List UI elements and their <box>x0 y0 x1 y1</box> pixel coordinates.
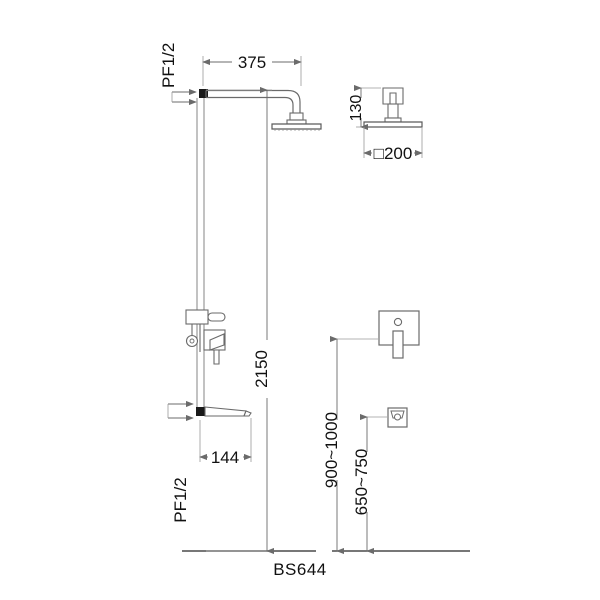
top-thread-callout: PF1/2 <box>159 43 197 106</box>
dimension-overall-height: 2150 <box>206 86 275 555</box>
shower-head-detail <box>363 87 423 128</box>
riser-pipe <box>196 98 205 411</box>
thread-label-top: PF1/2 <box>159 43 178 88</box>
bottom-wall-inlet <box>196 407 205 416</box>
dimension-outlet-height: 650~750 <box>352 413 387 555</box>
dimension-mixer-height: 900~1000 <box>322 335 378 555</box>
wall-plate-valve <box>378 310 420 359</box>
top-wall-inlet <box>199 89 208 98</box>
model-number-label: BS644 <box>273 560 327 579</box>
dimension-label-130: 130 <box>348 95 365 122</box>
dimension-arm-length: 375 <box>202 53 302 86</box>
dimension-spout-projection: 144 <box>199 418 252 467</box>
dimension-label-2150: 2150 <box>252 350 271 388</box>
thread-label-bottom: PF1/2 <box>171 477 190 522</box>
shower-arm <box>205 89 301 113</box>
dimension-label-200: □200 <box>374 144 413 163</box>
dimension-label-375: 375 <box>238 53 266 72</box>
dimension-label-900-1000: 900~1000 <box>322 412 341 488</box>
mixer-valve <box>185 309 226 365</box>
bath-spout <box>204 406 252 417</box>
dimension-head-width: □200 <box>363 127 423 163</box>
bottom-thread-callout: PF1/2 <box>167 400 194 523</box>
dimension-head-thickness: 130 <box>348 84 381 131</box>
shower-head <box>271 112 322 131</box>
dimension-label-650-750: 650~750 <box>352 449 371 516</box>
dimension-label-144: 144 <box>211 448 239 467</box>
wall-outlet <box>387 407 408 428</box>
